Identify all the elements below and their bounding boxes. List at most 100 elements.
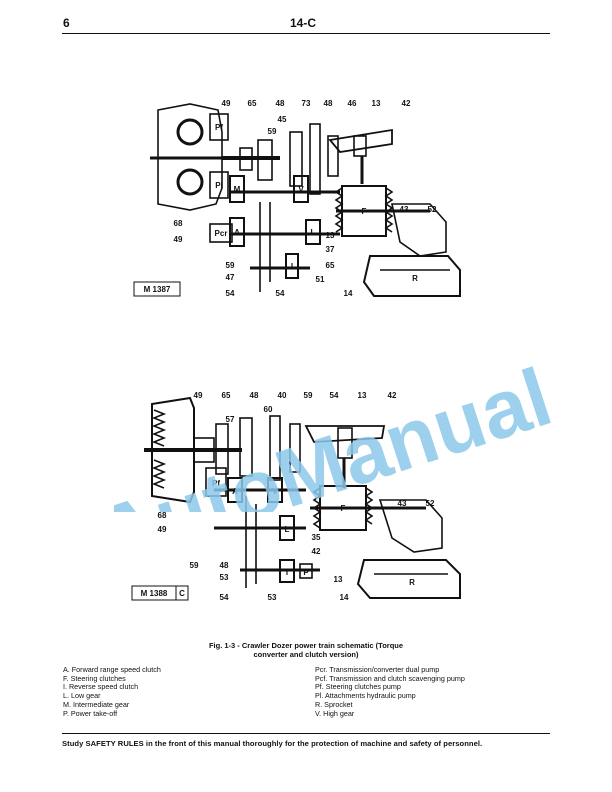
callout: 73: [302, 99, 311, 108]
callout: 45: [278, 115, 287, 124]
callout: 65: [222, 391, 231, 400]
clutch-v: [293, 175, 309, 203]
figure-code-suffix: C: [179, 589, 185, 598]
callout: 59: [304, 391, 313, 400]
legend-item: P. Power take-off: [63, 708, 118, 718]
callout: 49: [222, 99, 231, 108]
letter-label: Pcr: [215, 229, 228, 238]
safety-footer: Study SAFETY RULES in the front of this …: [62, 739, 483, 748]
letter-label: F: [362, 207, 367, 216]
legend-item: F. Steering clutches: [63, 673, 126, 683]
legend-left: A. Forward range speed clutch F. Steerin…: [63, 665, 161, 718]
callout: 43: [400, 205, 409, 214]
footer-rule: [62, 733, 550, 734]
callout: 52: [428, 205, 437, 214]
section-number: 14-C: [290, 16, 317, 30]
callout: 42: [312, 547, 321, 556]
letter-label: V: [272, 487, 278, 496]
callout: 47: [226, 273, 235, 282]
letter-label: A: [232, 487, 238, 496]
sprocket-r: [362, 255, 461, 297]
callout: 13: [334, 575, 343, 584]
letter-label: L: [285, 525, 290, 534]
power-train-schematic-torque-converter: 49 65 48 73 48 46 13 42 59 45 43 52 68 4…: [133, 99, 461, 298]
turbine-upper: [176, 118, 204, 146]
callout: 13: [326, 231, 335, 240]
callout: 52: [426, 499, 435, 508]
letter-label: A: [234, 228, 240, 237]
callout: 65: [326, 261, 335, 270]
callout: 68: [174, 219, 183, 228]
callout: 54: [220, 593, 229, 602]
callout: 48: [276, 99, 285, 108]
legend-item: R. Sprocket: [315, 699, 353, 709]
letter-label: R: [412, 274, 418, 283]
legend-item: Pcr. Transmission/converter dual pump: [315, 665, 440, 674]
pump-pf: [209, 113, 229, 141]
turbine-lower: [176, 168, 204, 196]
callout: 57: [226, 415, 235, 424]
figure-code: M 1388: [141, 589, 168, 598]
callout: 49: [158, 525, 167, 534]
callout: 13: [372, 99, 381, 108]
callout: 48: [250, 391, 259, 400]
callout: 46: [348, 99, 357, 108]
callout: 65: [248, 99, 257, 108]
letter-label: Pf: [212, 479, 220, 488]
page-number: 6: [63, 16, 70, 30]
callout: 51: [316, 275, 325, 284]
legend-item: A. Forward range speed clutch: [63, 665, 161, 674]
letter-label: R: [409, 578, 415, 587]
pump-pi: [209, 171, 229, 199]
clutch-l: [305, 219, 321, 245]
legend-right: Pcr. Transmission/converter dual pump Pc…: [315, 665, 465, 718]
header-rule: [62, 33, 550, 34]
clutch-i: [285, 253, 299, 279]
converter-housing: [157, 103, 223, 211]
callout: 42: [388, 391, 397, 400]
letter-label: Pi: [215, 181, 223, 190]
callout: 43: [398, 499, 407, 508]
callout: 14: [344, 289, 353, 298]
callout: 14: [340, 593, 349, 602]
sprocket-r: [356, 559, 461, 599]
callout: 59: [268, 127, 277, 136]
callout: 54: [276, 289, 285, 298]
letter-label: M: [234, 185, 241, 194]
legend-item: M. Intermediate gear: [63, 699, 130, 709]
callout: 48: [220, 561, 229, 570]
letter-label: F: [341, 504, 346, 513]
callout: 48: [324, 99, 333, 108]
callout: 42: [402, 99, 411, 108]
legend-item: Pf. Steering clutches pump: [315, 682, 401, 692]
callout: 68: [158, 511, 167, 520]
callout: 37: [326, 245, 335, 254]
clutch-m: [229, 175, 245, 203]
callout: 49: [194, 391, 203, 400]
figure-caption: Fig. 1-3 - Crawler Dozer power train sch…: [0, 641, 612, 659]
letter-label: V: [298, 185, 304, 194]
callout: 13: [358, 391, 367, 400]
caption-line-2: converter and clutch version): [253, 650, 359, 659]
legend-item: Pl. Attachments hydraulic pump: [315, 691, 416, 701]
callout: 54: [226, 289, 235, 298]
legend-item: Pcf. Transmission and clutch scavenging …: [315, 673, 465, 683]
letter-label: Pf: [215, 123, 223, 132]
callout: 49: [174, 235, 183, 244]
power-train-schematic-clutch: 49 65 48 60 40 59 54 13 42 57 43 52 68 4…: [131, 391, 461, 602]
callout: 54: [330, 391, 339, 400]
callout: 53: [268, 593, 277, 602]
callout: 59: [190, 561, 199, 570]
letter-label: P: [303, 568, 309, 577]
caption-line-1: Fig. 1-3 - Crawler Dozer power train sch…: [208, 641, 404, 650]
letter-label: I: [286, 568, 288, 577]
figure-code: M 1387: [144, 285, 171, 294]
letter-label: I: [291, 262, 293, 271]
legend-item: V. High gear: [315, 708, 355, 718]
legend-item: L. Low gear: [63, 691, 101, 701]
letter-label: L: [311, 228, 316, 237]
callout: 53: [220, 573, 229, 582]
clutch-a: [229, 217, 245, 247]
legend-item: I. Reverse speed clutch: [63, 682, 139, 692]
callout: 60: [264, 405, 273, 414]
